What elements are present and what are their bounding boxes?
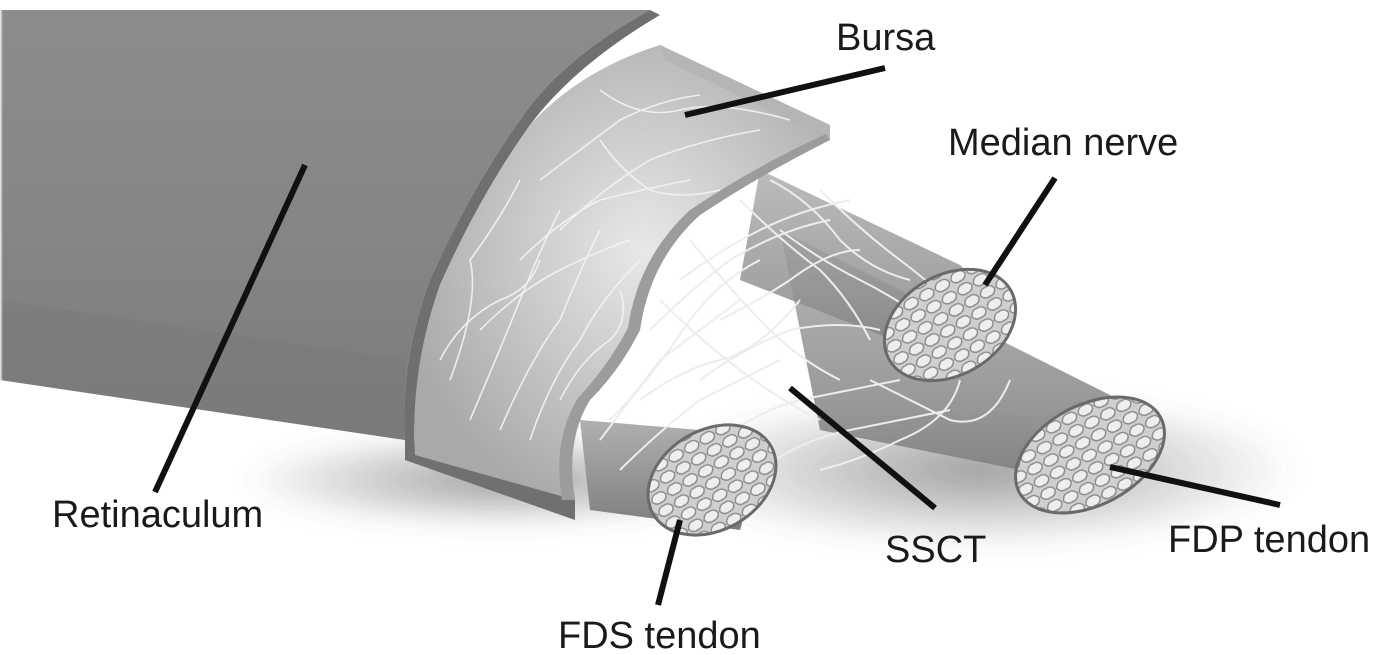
label-bursa: Bursa [836, 17, 936, 59]
label-retinaculum: Retinaculum [52, 494, 263, 536]
label-fdp-tendon: FDP tendon [1168, 519, 1370, 561]
fds-tendon-leader [658, 520, 680, 605]
median-nerve-leader [985, 178, 1055, 285]
label-ssct: SSCT [885, 529, 986, 571]
label-fds-tendon: FDS tendon [558, 615, 761, 655]
label-median-nerve: Median nerve [948, 122, 1178, 164]
